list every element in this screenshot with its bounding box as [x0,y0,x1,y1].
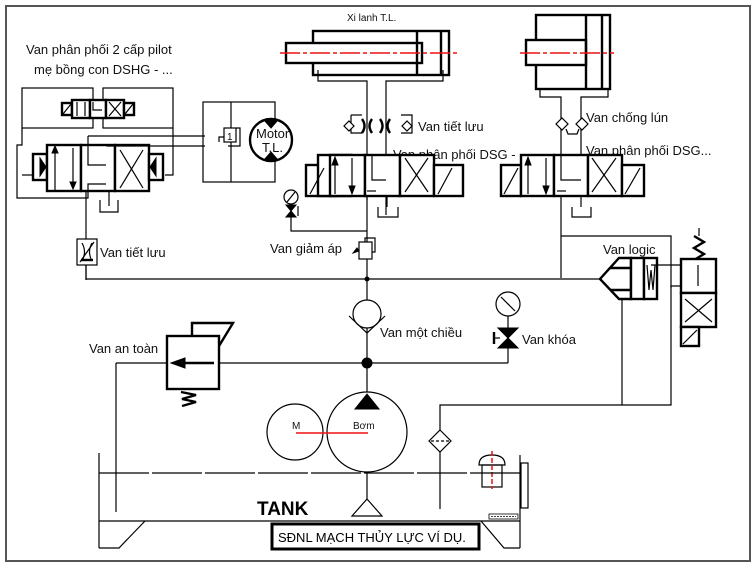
pilot-directional-valve: Van phân phối 2 cấp pilot mẹ bồng con DS… [16,42,205,280]
cylinder-right: Van chống lún Van phân phối DSG... [520,13,712,160]
throttle-valve-top-label: Van tiết lưu [418,119,484,134]
pilot-loop-right [102,87,174,129]
check-valve: Van một chiều [348,299,462,363]
electric-motor [266,403,324,461]
diagram-caption: SĐNL MẠCH THỦY LỰC VÍ DỤ. [270,522,481,551]
pressure-gauge-1 [283,189,367,232]
frame-border [5,5,751,562]
cylinder-tl: Xi lanh T.L. Van tiết lưu Van phân phối … [280,13,530,215]
tank: TANK [98,453,529,549]
tank-return-symbol [99,200,119,213]
logic-valve: Van logic [561,235,691,405]
breather [478,451,506,489]
throttle-valve-left-label: Van tiết lưu [100,245,166,260]
cylinder-tl-label: Xi lanh T.L. [347,13,396,24]
logic-valve-label: Van logic [603,242,656,257]
shutoff-valve-label: Van khóa [522,332,577,347]
tank-label: TANK [257,499,309,520]
motor-label-line2: T.L. [262,140,283,155]
dsg-valve-1 [304,153,465,218]
pilot-valve-label-line2: mẹ bồng con DSHG - ... [34,62,173,77]
electric-motor-label: M [292,421,300,432]
anti-sag-valve-label: Van chống lún [586,110,668,125]
pressure-reducing-valve: Van giảm áp [270,237,376,260]
solenoid-pilot-valve [439,228,718,430]
safety-valve: Van an toàn [89,321,236,512]
shutoff-valve: Van khóa [492,291,577,363]
pump-label: Bơm [353,421,375,432]
svg-text:1: 1 [227,132,233,143]
pressure-reducing-valve-label: Van giảm áp [270,241,342,256]
pilot-valve-label-line1: Van phân phối 2 cấp pilot [26,42,172,57]
check-valve-label: Van một chiều [380,325,462,340]
hydraulic-motor: 1 Motor T.L. [202,101,294,183]
dsg-valve-2 [499,153,646,278]
caption-text: SĐNL MẠCH THỦY LỰC VÍ DỤ. [278,530,466,545]
pump-motor-unit: M Bơm [266,391,408,517]
motor-label-line1: Motor [256,126,290,141]
filter [428,429,452,509]
safety-valve-label: Van an toàn [89,341,158,356]
throttle-valve-left: Van tiết lưu [76,238,166,266]
throttle-check-valves [343,114,413,134]
